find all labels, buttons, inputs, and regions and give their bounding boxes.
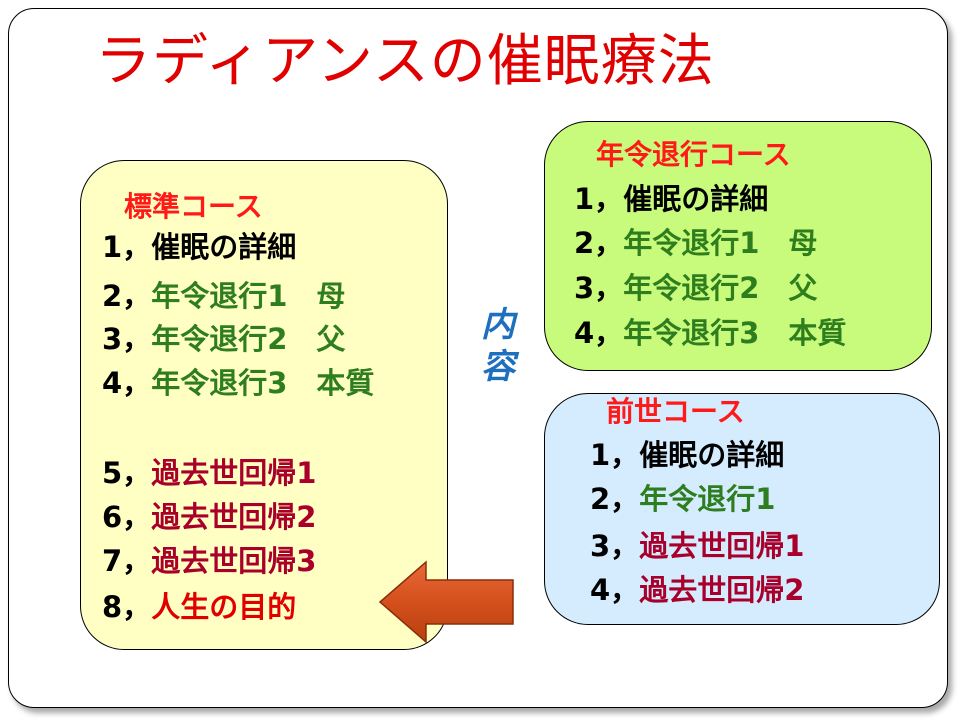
standard-item-6: 6，過去世回帰2 xyxy=(102,500,317,534)
page-title: ラディアンスの催眠療法 xyxy=(95,29,715,94)
age-regression-course-title: 年令退行コース xyxy=(596,138,791,171)
standard-course-box xyxy=(80,160,448,650)
content-label: 内 容 xyxy=(481,305,515,387)
standard-item-3: 3，年令退行2 父 xyxy=(102,322,346,356)
past-life-course-box xyxy=(544,393,940,625)
past-item-4: 4，過去世回帰2 xyxy=(590,573,805,607)
standard-item-7: 7，過去世回帰3 xyxy=(102,544,317,578)
standard-item-2: 2，年令退行1 母 xyxy=(102,279,346,313)
standard-course-title: 標準コース xyxy=(124,190,263,223)
age-item-4: 4，年令退行3 本質 xyxy=(574,316,847,350)
age-item-2: 2，年令退行1 母 xyxy=(574,226,818,260)
age-item-3: 3，年令退行2 父 xyxy=(574,271,818,305)
standard-item-1: 1，催眠の詳細 xyxy=(102,230,297,264)
age-item-1: 1，催眠の詳細 xyxy=(574,182,769,216)
standard-item-4: 4，年令退行3 本質 xyxy=(102,366,375,400)
past-item-2: 2，年令退行1 xyxy=(590,482,776,516)
past-item-3: 3，過去世回帰1 xyxy=(590,529,805,563)
past-item-1: 1，催眠の詳細 xyxy=(590,438,785,472)
standard-item-8: 8，人生の目的 xyxy=(102,590,297,624)
age-regression-course-box xyxy=(544,121,932,371)
left-arrow-icon xyxy=(378,560,514,644)
past-life-course-title: 前世コース xyxy=(606,395,745,428)
standard-item-5: 5，過去世回帰1 xyxy=(102,456,317,490)
